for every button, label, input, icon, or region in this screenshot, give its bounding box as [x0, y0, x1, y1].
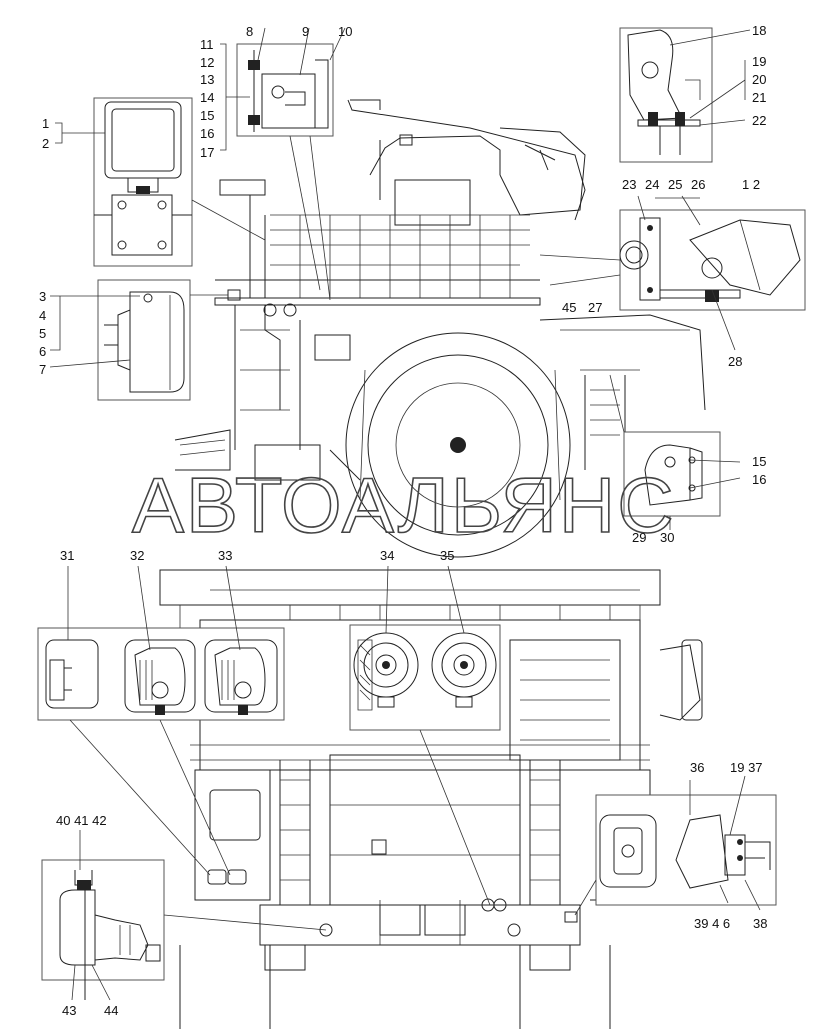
label-16b: 16 — [752, 472, 766, 487]
detail-lamps-31-33 — [37, 627, 285, 721]
label-1-2: 1 2 — [742, 177, 760, 192]
label-3: 3 — [39, 289, 46, 304]
label-30: 30 — [660, 530, 674, 545]
detail-lamps-36-38 — [595, 794, 777, 906]
watermark: АВТОАЛЬЯНС — [132, 461, 676, 549]
label-21: 21 — [752, 90, 766, 105]
label-29: 29 — [632, 530, 646, 545]
label-36: 36 — [690, 760, 704, 775]
label-10: 10 — [338, 24, 352, 39]
label-18: 18 — [752, 23, 766, 38]
detail-lamp-3-7 — [97, 279, 191, 401]
label-35: 35 — [440, 548, 454, 563]
label-31: 31 — [60, 548, 74, 563]
truck-front-view — [159, 569, 703, 1029]
detail-lamp-23-28 — [619, 209, 806, 311]
detail-worklamp-1-2 — [93, 97, 193, 267]
label-8: 8 — [246, 24, 253, 39]
label-44: 44 — [104, 1003, 118, 1018]
label-9: 9 — [302, 24, 309, 39]
label-40-41-42: 40 41 42 — [56, 813, 107, 828]
label-19: 19 — [752, 54, 766, 69]
detail-beacon-18-22 — [619, 27, 713, 163]
label-5: 5 — [39, 326, 46, 341]
detail-lamp-8-17 — [236, 43, 334, 137]
detail-lamp-15-16 — [623, 431, 721, 517]
label-28: 28 — [728, 354, 742, 369]
label-12: 12 — [200, 55, 214, 70]
label-4: 4 — [39, 308, 46, 323]
label-16: 16 — [200, 126, 214, 141]
label-11: 11 — [200, 37, 214, 52]
label-2: 2 — [42, 136, 49, 151]
label-34: 34 — [380, 548, 394, 563]
truck-side-view — [174, 99, 706, 558]
label-6: 6 — [39, 344, 46, 359]
leader-lines — [49, 27, 761, 1001]
label-38: 38 — [753, 916, 767, 931]
label-33: 33 — [218, 548, 232, 563]
label-39-4-6: 39 4 6 — [694, 916, 730, 931]
label-15b: 15 — [752, 454, 766, 469]
detail-beacon-40-44 — [41, 859, 165, 1000]
label-7: 7 — [39, 362, 46, 377]
label-13: 13 — [200, 72, 214, 87]
label-45: 45 — [562, 300, 576, 315]
label-23: 23 — [622, 177, 636, 192]
label-25: 25 — [668, 177, 682, 192]
label-26: 26 — [691, 177, 705, 192]
label-32: 32 — [130, 548, 144, 563]
part-number-labels: 1 2 3 4 5 6 7 8 9 10 11 12 13 14 15 16 1… — [39, 23, 767, 1018]
label-20: 20 — [752, 72, 766, 87]
label-17: 17 — [200, 145, 214, 160]
label-19-37: 19 37 — [730, 760, 763, 775]
label-43: 43 — [62, 1003, 76, 1018]
detail-horns-34-35 — [349, 624, 501, 731]
label-27: 27 — [588, 300, 602, 315]
label-15: 15 — [200, 108, 214, 123]
label-24: 24 — [645, 177, 659, 192]
label-22: 22 — [752, 113, 766, 128]
label-14: 14 — [200, 90, 214, 105]
label-1: 1 — [42, 116, 49, 131]
